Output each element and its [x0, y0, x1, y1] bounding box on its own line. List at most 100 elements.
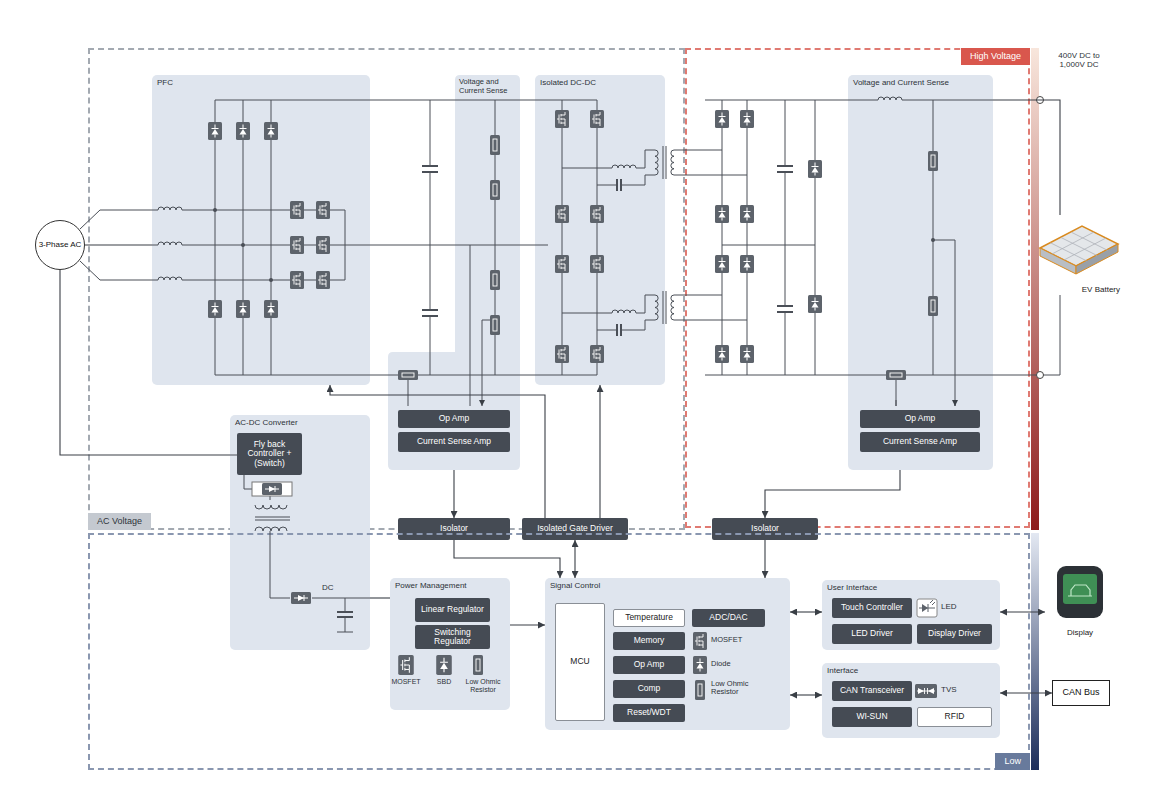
component-box: Op Amp	[860, 410, 980, 428]
pfc-components	[208, 122, 500, 380]
node-label: Touch Controller	[841, 603, 903, 612]
display-illustration	[1057, 566, 1103, 618]
annotation-label: MOSFET	[388, 678, 424, 686]
connector	[574, 540, 575, 578]
circuit-symbol	[740, 110, 754, 128]
circuit-symbol	[208, 300, 222, 318]
pfc-wiring	[80, 100, 548, 406]
node-label: ADC/DAC	[709, 613, 747, 622]
node-label: Current Sense Amp	[883, 437, 957, 446]
connector	[765, 470, 900, 518]
circuit-symbol	[1051, 232, 1108, 261]
circuit-symbol	[715, 205, 729, 223]
isolator-box: Isolator	[712, 518, 818, 540]
node-label: LED Driver	[851, 629, 893, 638]
circuit-symbol	[919, 600, 935, 612]
circuit-symbol	[490, 315, 500, 335]
circuit-symbol	[236, 122, 250, 140]
node-label: RFID	[945, 712, 965, 721]
circuit-symbol	[808, 160, 822, 178]
ev-battery-illustration	[1040, 226, 1118, 274]
annotation-label: MOSFET	[711, 636, 771, 644]
circuit-symbol	[915, 684, 937, 698]
circuit-symbol	[693, 632, 707, 650]
connector	[599, 385, 600, 518]
component-box: Temperature	[613, 609, 685, 627]
annotation-label: TVS	[941, 686, 981, 695]
circuit-symbol	[931, 238, 935, 242]
connector	[453, 470, 454, 518]
circuit-symbol	[896, 400, 955, 406]
node-label: PFC	[152, 75, 370, 90]
node-label: Isolator	[751, 524, 779, 533]
rectifier-wiring	[705, 97, 1060, 406]
component-box: Touch Controller	[832, 598, 912, 618]
component-box: MCU	[555, 603, 605, 721]
circuit-panel: AC-DC ConverterFly back Controller + (Sw…	[230, 415, 370, 650]
circuit-symbol	[671, 150, 747, 175]
circuit-symbol	[555, 345, 569, 363]
voltage-region: High VoltageVoltage and Current SenseOp …	[685, 48, 1030, 528]
circuit-symbol	[490, 180, 500, 200]
node-label: Switching Regulator	[415, 628, 490, 647]
annotation-label: SBD	[437, 678, 451, 685]
circuit-symbol	[398, 370, 418, 380]
circuit-symbol	[693, 656, 707, 674]
node-label: EV Battery	[1082, 286, 1120, 295]
circuit-symbol	[1057, 566, 1103, 618]
circuit-symbol	[158, 207, 182, 280]
circuit-symbol	[255, 505, 290, 531]
annotation-label: MOSFET	[711, 635, 742, 644]
component-box: CAN Transceiver	[832, 681, 912, 701]
flyback-wiring	[230, 455, 370, 632]
circuit-symbol	[715, 345, 729, 363]
node-label: WI-SUN	[856, 712, 887, 721]
circuit-symbol	[590, 345, 604, 363]
isolator-box: Isolator	[398, 518, 510, 540]
circuit-symbol	[562, 146, 747, 191]
circuit-symbol	[1040, 248, 1076, 274]
voltage-scale-bar	[1031, 48, 1039, 770]
annotation-label: Low Ohmic Resistor	[711, 680, 767, 697]
circuit-symbol	[562, 150, 655, 185]
circuit-symbol	[777, 166, 793, 312]
annotation-label: Low Ohmic Resistor	[458, 678, 508, 694]
circuit-symbol	[398, 655, 414, 675]
circuit-symbol	[230, 455, 370, 632]
circuit-symbol	[878, 97, 902, 100]
node-label: Isolated DC-DC	[535, 75, 665, 90]
circuit-symbol	[590, 255, 604, 273]
circuit-symbol	[264, 122, 278, 140]
circuit-symbol	[808, 295, 822, 313]
isolator-box: Isolated Gate Driver	[522, 518, 628, 540]
circuit-symbol	[715, 110, 729, 128]
circuit-symbol	[290, 201, 304, 219]
circuit-symbol	[430, 100, 495, 375]
circuit-symbol	[896, 240, 955, 406]
connector	[60, 270, 230, 455]
circuit-symbol	[1031, 48, 1039, 530]
node-label: Isolated Gate Driver	[537, 524, 613, 533]
annotation-label: SBD	[428, 678, 460, 686]
component-box: Memory	[613, 632, 685, 650]
node-label: Interface	[822, 663, 1000, 678]
circuit-symbol	[337, 612, 353, 617]
circuit-symbol	[548, 100, 597, 375]
component-box: ADC/DAC	[692, 609, 765, 627]
component-box: RFID	[917, 707, 992, 727]
circuit-symbol	[264, 300, 278, 318]
node-label: Isolator	[440, 524, 468, 533]
circuit-symbol	[490, 270, 500, 290]
circuit-symbol	[1037, 372, 1044, 379]
circuit-symbol	[241, 243, 245, 247]
node-label: Memory	[634, 636, 665, 645]
node-label: Fly back Controller + (Switch)	[237, 440, 302, 468]
node-label: Op Amp	[634, 660, 665, 669]
node-label: High Voltage	[961, 48, 1030, 65]
node-label: User Interface	[822, 580, 1000, 595]
circuit-symbol	[928, 296, 938, 316]
circuit-symbol	[436, 655, 452, 675]
